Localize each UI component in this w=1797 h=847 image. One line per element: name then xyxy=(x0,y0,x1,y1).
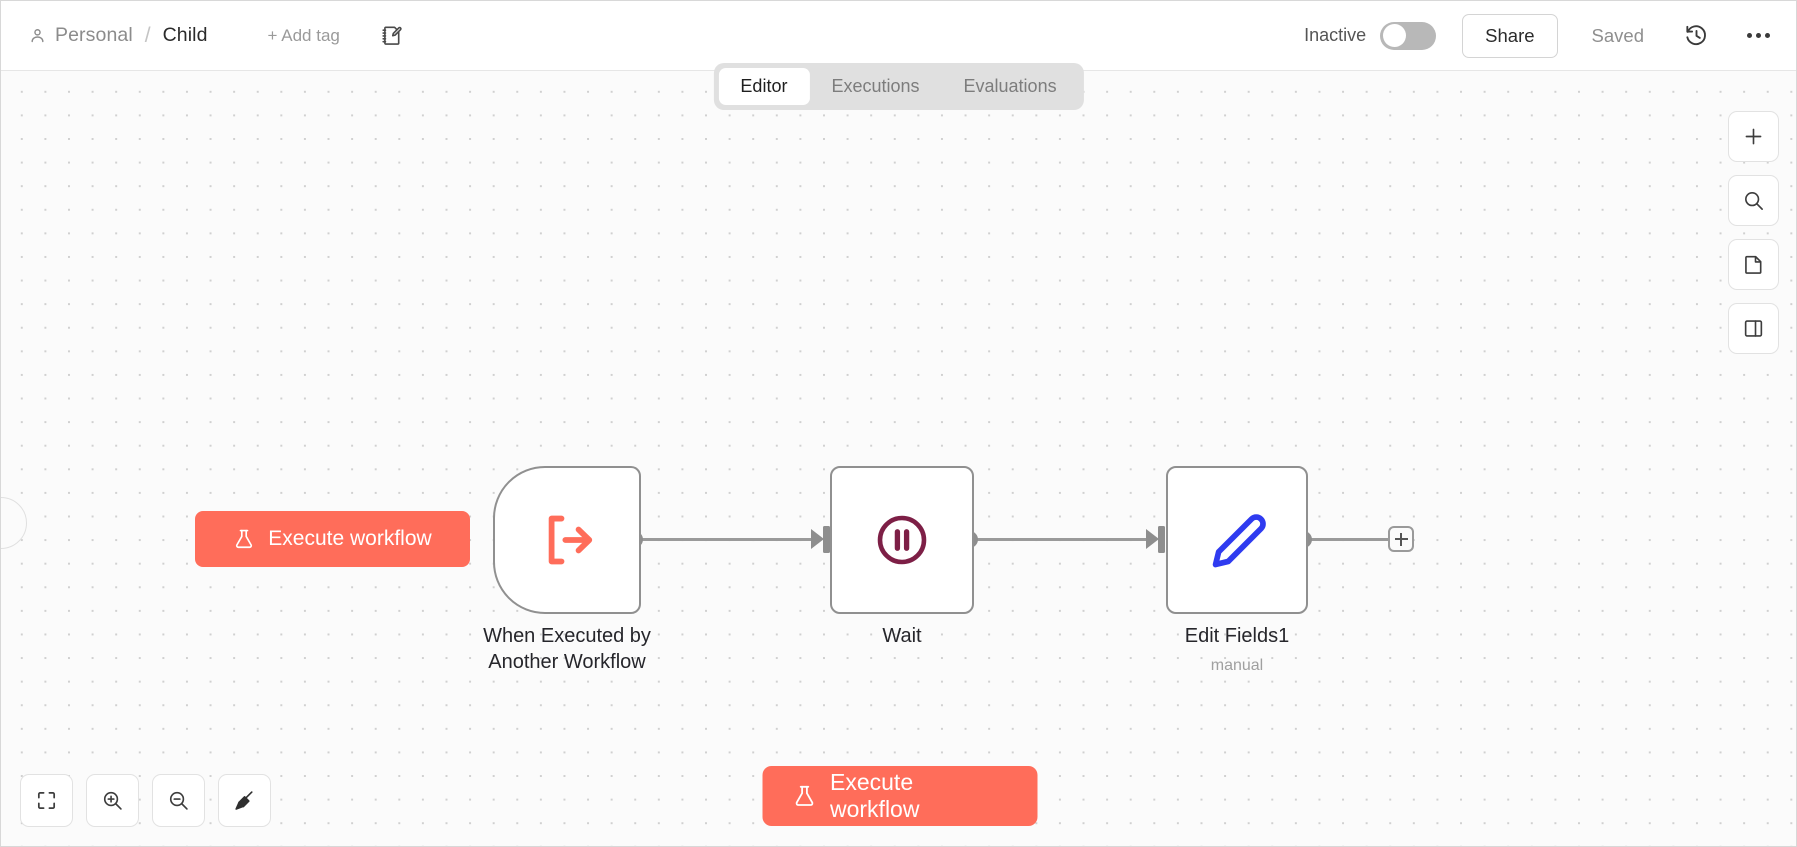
tab-executions[interactable]: Executions xyxy=(831,76,920,96)
tab-editor[interactable]: Editor xyxy=(718,68,810,105)
execute-workflow-trigger-icon xyxy=(534,507,600,573)
breadcrumb: Personal / Child + Add tag xyxy=(1,24,403,48)
note-edit-icon[interactable] xyxy=(380,24,403,47)
flask-icon xyxy=(233,528,255,550)
toggle-side-panel-button[interactable] xyxy=(1728,303,1779,354)
history-clock-icon[interactable] xyxy=(1684,23,1709,48)
pencil-icon xyxy=(1206,509,1268,571)
execute-workflow-pill-button[interactable]: Execute workflow xyxy=(195,511,470,567)
wait-input-arrow xyxy=(811,529,824,549)
node-when-executed-by-another-workflow[interactable] xyxy=(493,466,641,614)
add-node-button[interactable] xyxy=(1728,111,1779,162)
connection-editfields-to-add[interactable] xyxy=(1306,538,1388,541)
fit-view-icon xyxy=(35,789,58,812)
add-sticky-note-button[interactable] xyxy=(1728,239,1779,290)
share-button[interactable]: Share xyxy=(1462,13,1558,58)
flask-icon xyxy=(792,784,816,808)
pause-circle-icon xyxy=(873,511,931,569)
execute-workflow-label: Execute workflow xyxy=(830,769,920,822)
add-node-stub-button[interactable] xyxy=(1388,526,1414,552)
sticky-note-icon xyxy=(1742,253,1765,276)
editfields-input-port[interactable] xyxy=(1158,526,1165,553)
node-label-trigger: When Executed by Another Workflow xyxy=(483,625,651,674)
node-subtitle-edit-fields1: manual xyxy=(1210,657,1264,674)
add-tag-button[interactable]: + Add tag xyxy=(267,25,340,45)
tidy-up-button[interactable] xyxy=(218,774,271,827)
workflow-canvas[interactable]: Execute workflow When Executed by Anothe… xyxy=(1,71,1796,846)
zoom-in-button[interactable] xyxy=(86,774,139,827)
workflow-name[interactable]: Child xyxy=(162,24,208,46)
header-actions: Inactive Share Saved xyxy=(1304,13,1796,58)
node-label-edit-fields1: Edit Fields1 xyxy=(1184,625,1290,647)
connection-trigger-to-wait[interactable] xyxy=(639,538,819,541)
offscreen-node-ghost xyxy=(1,497,27,549)
view-tabs: Editor Executions Evaluations xyxy=(713,63,1084,110)
node-edit-fields1[interactable] xyxy=(1166,466,1308,614)
connection-wait-to-editfields[interactable] xyxy=(973,538,1153,541)
node-wait[interactable] xyxy=(830,466,974,614)
more-options-icon[interactable] xyxy=(1747,33,1770,38)
execute-workflow-button[interactable]: Execute workflow xyxy=(762,766,1037,826)
breadcrumb-owner[interactable]: Personal xyxy=(55,24,133,46)
canvas-bottom-toolbar xyxy=(20,774,271,827)
panel-layout-icon xyxy=(1742,317,1765,340)
zoom-out-button[interactable] xyxy=(152,774,205,827)
node-label-wait: Wait xyxy=(882,625,922,647)
zoom-in-icon xyxy=(101,789,124,812)
wait-input-port[interactable] xyxy=(823,526,830,553)
zoom-out-icon xyxy=(167,789,190,812)
toggle-knob xyxy=(1383,24,1407,47)
activation-toggle[interactable] xyxy=(1380,21,1437,50)
zoom-to-fit-button[interactable] xyxy=(20,774,73,827)
canvas-right-toolbar xyxy=(1728,111,1779,354)
activation-label: Inactive xyxy=(1304,25,1367,45)
person-icon xyxy=(29,27,46,44)
search-nodes-button[interactable] xyxy=(1728,175,1779,226)
search-icon xyxy=(1742,189,1765,212)
tab-evaluations[interactable]: Evaluations xyxy=(963,76,1057,96)
execute-workflow-pill-label: Execute workflow xyxy=(268,527,432,550)
save-status: Saved xyxy=(1591,24,1644,46)
breadcrumb-separator: / xyxy=(144,23,151,47)
editfields-input-arrow xyxy=(1146,529,1159,549)
broom-icon xyxy=(233,789,256,812)
app-header: Personal / Child + Add tag Inactive Shar… xyxy=(1,1,1796,71)
